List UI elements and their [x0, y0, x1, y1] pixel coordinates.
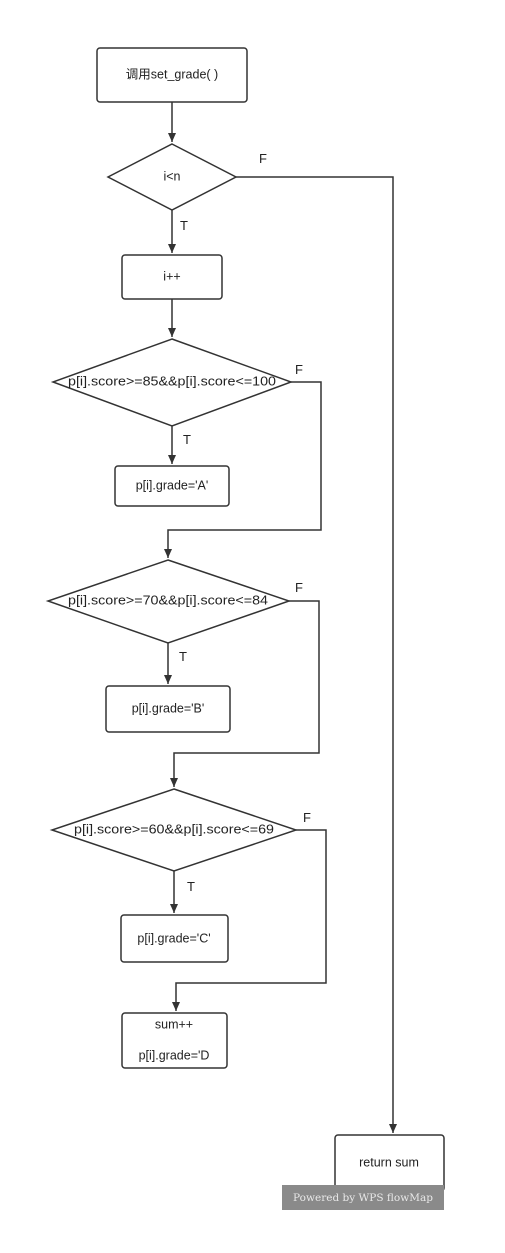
node-assign-c-label: p[i].grade='C' [137, 931, 210, 945]
node-else-d-line2: p[i].grade='D [139, 1048, 210, 1062]
node-loop-condition[interactable]: i<n [106, 143, 238, 211]
label-loop-true: T [180, 218, 188, 233]
node-assign-a-label: p[i].grade='A' [136, 478, 209, 492]
node-increment[interactable]: i++ [121, 254, 223, 300]
node-assign-c[interactable]: p[i].grade='C' [120, 914, 229, 963]
label-cond-b-true: T [179, 649, 187, 664]
node-start[interactable]: 调用set_grade( ) [96, 47, 248, 103]
edge-cond-c-false [172, 829, 327, 1011]
node-condition-b-label: p[i].score>=70&&p[i].score<=84 [68, 593, 268, 607]
node-else-d[interactable]: sum++ p[i].grade='D [121, 1012, 228, 1069]
node-start-label: 调用set_grade( ) [126, 67, 218, 81]
node-loop-condition-label: i<n [163, 169, 180, 183]
label-cond-c-false: F [303, 810, 311, 825]
node-end[interactable]: return sum [334, 1134, 445, 1192]
node-end-label: return sum [359, 1155, 419, 1169]
node-condition-c-label: p[i].score>=60&&p[i].score<=69 [74, 822, 274, 836]
node-assign-b[interactable]: p[i].grade='B' [105, 685, 231, 733]
edge-cond-a-false [164, 381, 322, 558]
node-condition-a[interactable]: p[i].score>=85&&p[i].score<=100 [50, 338, 294, 427]
node-assign-a[interactable]: p[i].grade='A' [114, 465, 230, 507]
edge-cond-b-false [170, 600, 320, 787]
node-assign-b-label: p[i].grade='B' [132, 701, 205, 715]
node-condition-a-label: p[i].score>=85&&p[i].score<=100 [68, 374, 276, 388]
node-condition-b[interactable]: p[i].score>=70&&p[i].score<=84 [45, 559, 292, 644]
edge-loop-false [236, 176, 397, 1133]
label-cond-b-false: F [295, 580, 303, 595]
label-cond-a-true: T [183, 432, 191, 447]
watermark: Powered by WPS flowMap [282, 1185, 444, 1210]
label-cond-a-false: F [295, 362, 303, 377]
node-increment-label: i++ [163, 269, 180, 283]
node-condition-c[interactable]: p[i].score>=60&&p[i].score<=69 [49, 788, 299, 872]
label-loop-false: F [259, 151, 267, 166]
label-cond-c-true: T [187, 879, 195, 894]
node-else-d-line1: sum++ [155, 1017, 193, 1031]
watermark-label: Powered by WPS flowMap [293, 1192, 433, 1204]
